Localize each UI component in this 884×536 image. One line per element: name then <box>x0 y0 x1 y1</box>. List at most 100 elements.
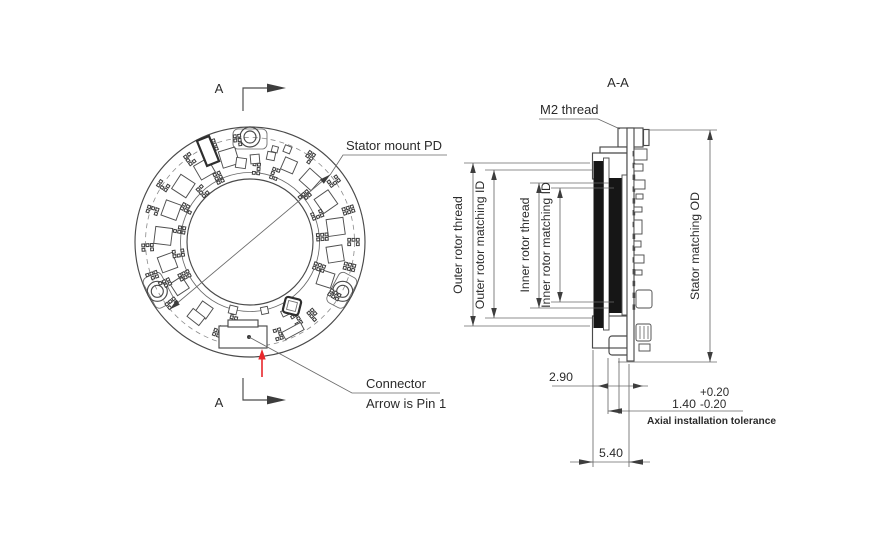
pad <box>270 170 276 176</box>
pad <box>237 137 242 143</box>
mount-hole-left-inner <box>150 284 164 298</box>
pad <box>149 271 154 277</box>
pad <box>351 237 356 242</box>
pad <box>346 266 352 272</box>
passive-pad-cluster <box>311 261 327 274</box>
pad <box>179 276 185 282</box>
chip-component <box>325 244 345 264</box>
section-view: A-A M2 thread <box>451 75 776 467</box>
pad <box>176 253 181 258</box>
passive-pad-cluster <box>251 162 262 176</box>
pad <box>333 174 339 180</box>
pad <box>336 292 342 298</box>
thread-gap-inner <box>621 174 628 316</box>
passive-pad-cluster <box>145 204 160 217</box>
pad <box>232 134 237 139</box>
chip-component <box>298 167 323 192</box>
pad <box>326 179 332 185</box>
chip-component <box>156 251 179 274</box>
passive-pad-cluster <box>144 269 160 281</box>
pad <box>329 287 335 294</box>
board-pad-tick <box>632 233 636 239</box>
pad <box>182 274 189 280</box>
resistor-component <box>281 321 305 341</box>
board-pad-tick <box>632 269 636 275</box>
pad <box>276 327 282 332</box>
section-marker-bottom-label: A <box>215 395 224 410</box>
pad <box>307 149 313 156</box>
pad <box>334 296 340 302</box>
crystal-component <box>195 134 221 168</box>
pad <box>309 307 315 313</box>
resistor-component <box>186 307 206 327</box>
pad <box>313 261 319 267</box>
pad <box>319 268 325 274</box>
sensor-side <box>635 289 653 309</box>
pad <box>306 192 313 198</box>
pad <box>315 266 321 272</box>
pad <box>310 152 317 158</box>
pad <box>311 265 317 271</box>
pad <box>186 151 192 157</box>
m2-thread-label: M2 thread <box>540 102 599 117</box>
pad <box>343 261 349 266</box>
section-marker-top-label: A <box>215 81 224 96</box>
chip-component <box>170 173 196 199</box>
pad <box>350 208 356 214</box>
pad <box>146 204 152 210</box>
pad <box>167 298 173 305</box>
pad <box>162 187 169 193</box>
board-pad-tick <box>632 304 636 310</box>
passive-pad-cluster <box>268 166 281 182</box>
pad <box>153 211 159 217</box>
pad <box>347 262 353 267</box>
passive-pad-cluster <box>164 296 180 311</box>
sensor-die <box>286 300 298 312</box>
front-view: A A <box>134 81 447 411</box>
pad <box>177 229 182 234</box>
connector-label: Connector <box>366 376 427 391</box>
pad <box>319 212 325 218</box>
passive-pad-cluster <box>155 178 171 193</box>
pad <box>315 214 321 220</box>
board-pad-tick <box>632 174 636 180</box>
chip-component <box>169 275 190 297</box>
dim-axial-tolerance: 1.40 <box>672 397 696 411</box>
pad <box>158 178 164 185</box>
chip-component <box>259 305 270 316</box>
passive-pad-cluster <box>177 268 192 282</box>
passive-pad-cluster <box>212 170 226 186</box>
passive-pad-cluster <box>157 277 173 288</box>
pad <box>216 170 222 176</box>
pad <box>185 203 191 210</box>
pad <box>154 273 160 279</box>
pad <box>141 247 146 252</box>
pad <box>198 189 204 196</box>
pad <box>256 171 261 176</box>
pad <box>345 205 351 211</box>
pad <box>177 272 183 278</box>
section-cut-line-top <box>242 87 268 111</box>
pad <box>324 232 329 237</box>
passive-pad-cluster <box>297 188 313 201</box>
pad <box>321 264 327 269</box>
chip-component <box>265 150 277 162</box>
pad <box>159 184 165 191</box>
pad <box>347 237 352 242</box>
pad <box>306 310 312 316</box>
pad <box>300 191 307 198</box>
pad <box>214 176 220 182</box>
dim-total-width: 5.40 <box>599 446 623 460</box>
chip-component <box>227 304 239 316</box>
mount-hole-left <box>146 280 168 302</box>
pad <box>141 243 146 248</box>
pad <box>350 267 356 273</box>
section-arrow-bottom-icon <box>267 395 286 405</box>
passive-pad-cluster <box>306 307 318 323</box>
pad <box>187 161 194 167</box>
stator-od-dimension: Stator matching OD <box>618 129 717 363</box>
pad <box>218 174 224 180</box>
pad <box>332 290 339 296</box>
stator-mount-pd-label: Stator mount PD <box>346 138 442 153</box>
pad <box>187 209 193 215</box>
